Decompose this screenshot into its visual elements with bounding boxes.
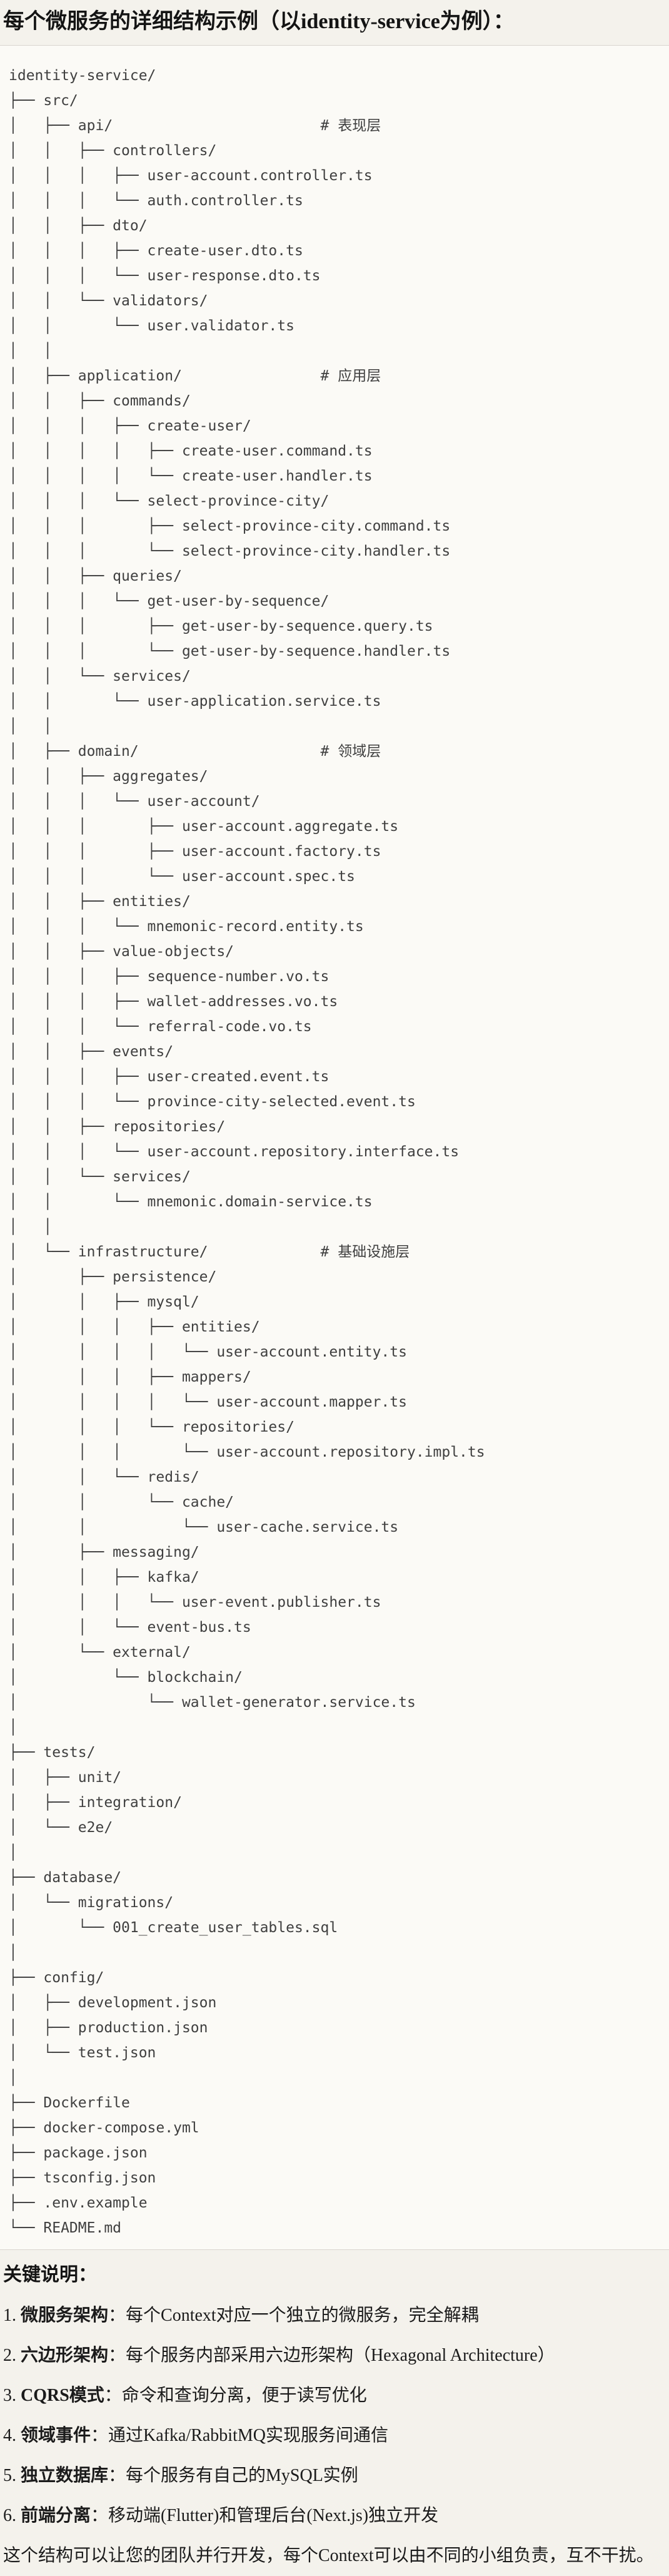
note-number: 6. [3,2506,16,2526]
note-item: 6.前端分离：移动端(Flutter)和管理后台(Next.js)独立开发 [3,2504,666,2528]
note-item: 2.六边形架构：每个服务内部采用六边形架构（Hexagonal Architec… [3,2344,666,2368]
note-item: 1.微服务架构：每个Context对应一个独立的微服务，完全解耦 [3,2304,666,2328]
note-number: 2. [3,2346,16,2366]
note-text: ：移动端(Flutter)和管理后台(Next.js)独立开发 [91,2506,439,2526]
note-text: ：命令和查询分离，便于读写优化 [104,2386,367,2406]
note-text: ：每个Context对应一个独立的微服务，完全解耦 [108,2306,479,2326]
note-text: ：每个服务有自己的MySQL实例 [108,2466,358,2486]
note-label: 独立数据库 [21,2466,109,2486]
directory-tree-code-block: identity-service/ ├── src/ │ ├── api/ # … [0,45,669,2251]
notes-heading: 关键说明： [3,2264,97,2286]
page-title: 每个微服务的详细结构示例（以identity-service为例）： [3,10,515,33]
note-label: 六边形架构 [21,2346,109,2366]
note-label: 前端分离 [21,2506,91,2526]
note-item: 5.独立数据库：每个服务有自己的MySQL实例 [3,2464,666,2488]
note-label: CQRS模式 [21,2386,104,2406]
note-item: 4.领域事件：通过Kafka/RabbitMQ实现服务间通信 [3,2424,666,2448]
note-label: 微服务架构 [21,2306,109,2326]
directory-tree-text: identity-service/ ├── src/ │ ├── api/ # … [9,68,485,2237]
note-number: 5. [3,2466,16,2486]
notes-section: 关键说明： 1.微服务架构：每个Context对应一个独立的微服务，完全解耦 2… [0,2250,669,2574]
note-number: 1. [3,2306,16,2326]
note-number: 3. [3,2386,16,2406]
note-label: 领域事件 [21,2426,91,2446]
note-text: ：每个服务内部采用六边形架构（Hexagonal Architecture） [108,2346,555,2366]
note-item: 3.CQRS模式：命令和查询分离，便于读写优化 [3,2384,666,2408]
note-number: 4. [3,2426,16,2446]
note-text: ：通过Kafka/RabbitMQ实现服务间通信 [91,2426,388,2446]
closing-paragraph: 这个结构可以让您的团队并行开发，每个Context可以由不同的小组负责，互不干扰… [3,2546,654,2566]
